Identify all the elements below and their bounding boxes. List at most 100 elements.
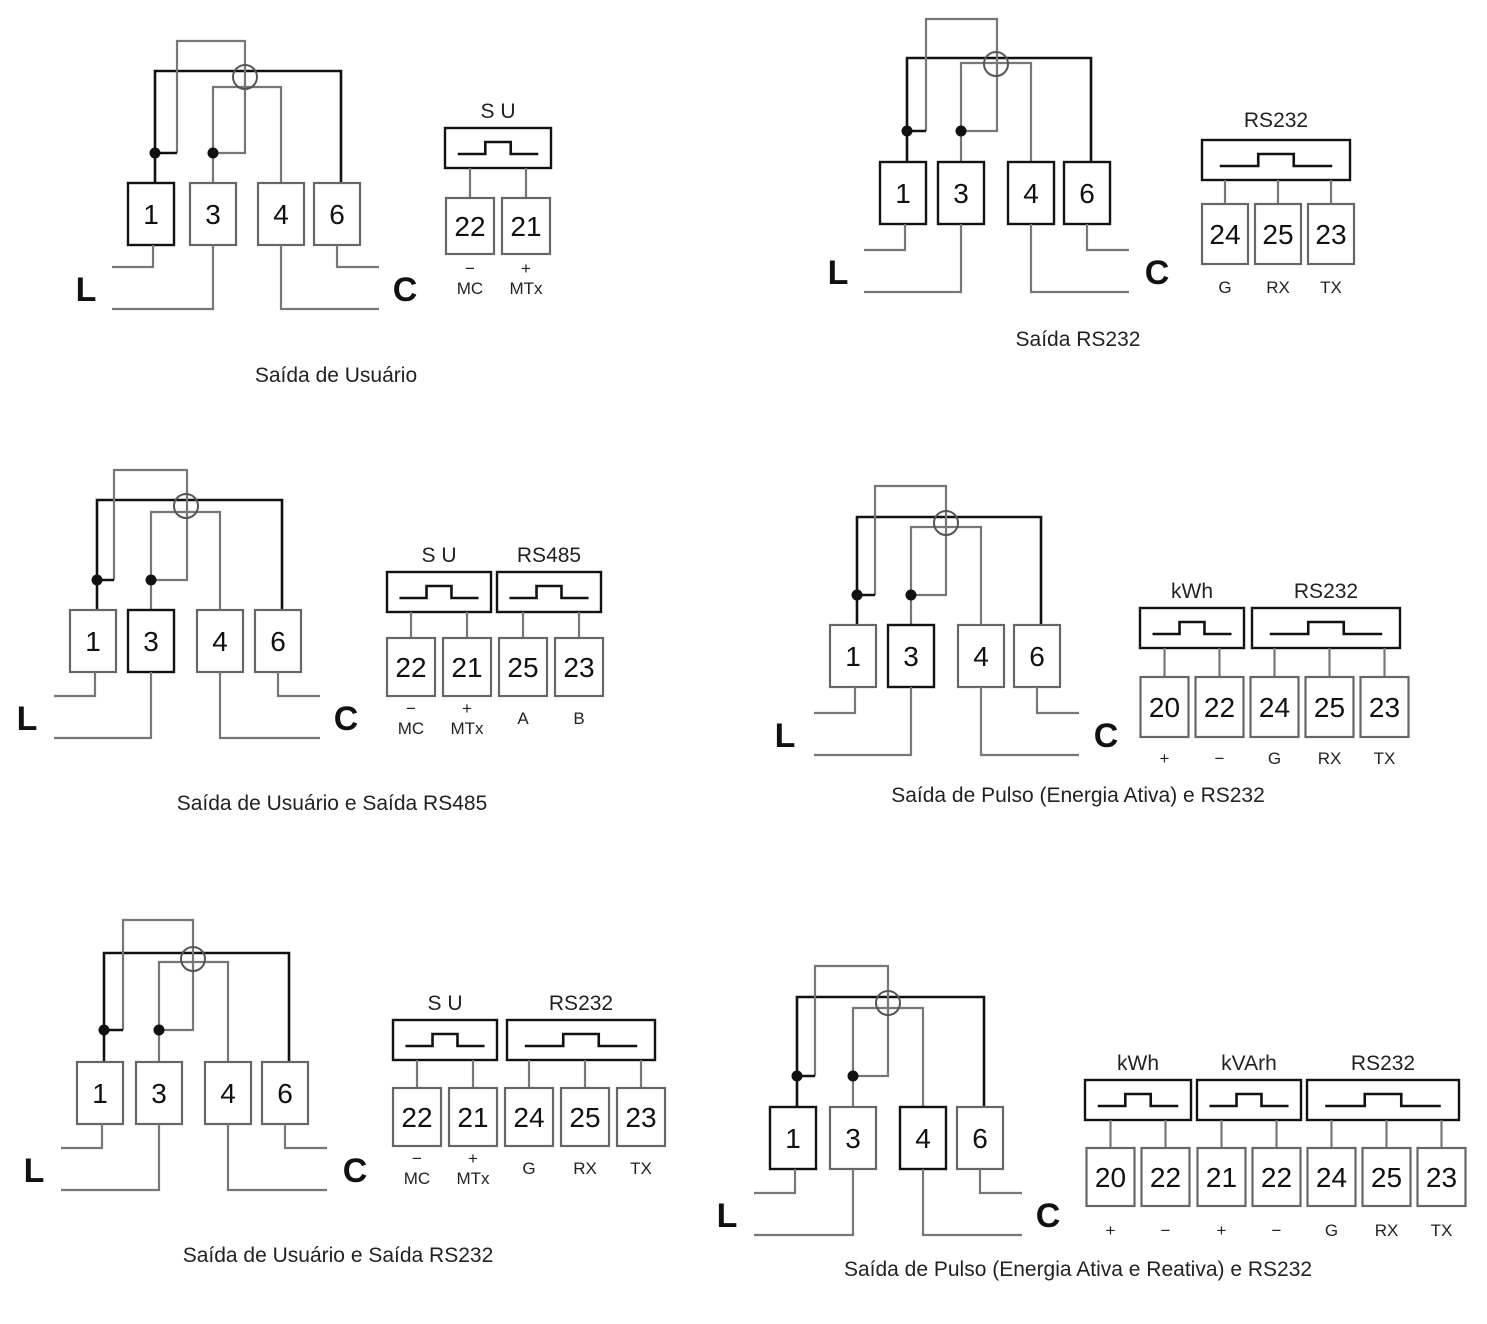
diagram-caption: Saída de Usuário xyxy=(255,364,417,387)
output-group-box xyxy=(385,570,493,614)
output-terminal-box xyxy=(1306,202,1356,266)
output-terminal-polarity: − xyxy=(412,1149,422,1168)
output-terminal-number: 23 xyxy=(625,1102,656,1133)
output-group-box xyxy=(1083,1078,1193,1122)
meter-terminal-number: 1 xyxy=(895,178,911,209)
voltage-wire xyxy=(211,85,283,183)
meter-terminal-box xyxy=(68,608,118,674)
output-terminal-box xyxy=(559,1086,611,1148)
output-group-box xyxy=(1250,606,1402,650)
output-terminal-box xyxy=(503,1086,555,1148)
load-wire xyxy=(276,672,320,698)
output-terminal-box xyxy=(1304,675,1355,739)
load-label: C xyxy=(393,271,418,309)
voltage-wire xyxy=(813,964,890,1078)
output-terminal-box xyxy=(1085,1146,1136,1208)
output-terminal-label: RX xyxy=(1266,278,1290,297)
load-label: C xyxy=(1094,717,1119,755)
junction-dot xyxy=(851,589,863,601)
line-label: L xyxy=(17,700,38,738)
output-terminal-number: 23 xyxy=(1315,219,1346,250)
meter-terminal-box xyxy=(878,160,928,226)
meter-terminal-box xyxy=(768,1105,818,1171)
meter-terminal-box xyxy=(75,1060,125,1126)
output-terminal-label: G xyxy=(1325,1221,1338,1240)
meter-terminal-number: 6 xyxy=(270,626,286,657)
output-terminal-label: B xyxy=(573,709,584,728)
output-terminal-number: 20 xyxy=(1095,1162,1126,1193)
output-terminal-number: 25 xyxy=(1371,1162,1402,1193)
output-group-box xyxy=(391,1018,499,1062)
load-wire xyxy=(218,672,320,740)
meter-terminal-number: 1 xyxy=(845,641,861,672)
pulse-symbol xyxy=(509,584,589,600)
output-terminal-box xyxy=(1194,675,1245,739)
output-group-label: S U xyxy=(427,992,462,1015)
voltage-wire xyxy=(873,484,948,597)
line-wire xyxy=(864,224,907,252)
output-terminal-number: 22 xyxy=(1150,1162,1181,1193)
output-group-label: RS232 xyxy=(1294,580,1358,603)
output-terminal-label: + xyxy=(1217,1221,1227,1240)
output-terminal-number: 22 xyxy=(1261,1162,1292,1193)
output-terminal-box xyxy=(444,196,496,256)
pulse-symbol xyxy=(1097,1092,1179,1108)
load-wire xyxy=(279,245,379,311)
output-terminal-number: 24 xyxy=(1209,219,1240,250)
output-terminal-number: 22 xyxy=(395,652,426,683)
meter-terminal-number: 4 xyxy=(915,1123,931,1154)
diagram-caption: Saída de Usuário e Saída RS485 xyxy=(177,792,488,815)
pulse-symbol xyxy=(1325,1092,1441,1108)
load-wire xyxy=(226,1124,327,1192)
meter-terminal-box xyxy=(188,181,238,247)
output-terminal-label: A xyxy=(517,709,529,728)
pulse-symbol xyxy=(457,140,539,156)
output-terminal-number: 21 xyxy=(451,652,482,683)
junction-dot xyxy=(955,125,967,137)
output-group-label: S U xyxy=(421,544,456,567)
line-wire xyxy=(754,1169,855,1237)
meter-terminal-number: 3 xyxy=(205,199,221,230)
output-terminal-polarity: + xyxy=(468,1149,478,1168)
current-wire xyxy=(95,498,284,610)
output-group-box xyxy=(1200,138,1352,182)
meter-terminal-number: 4 xyxy=(973,641,989,672)
output-terminal-label: − xyxy=(1215,749,1225,768)
output-group-box xyxy=(505,1018,657,1062)
wire-crossing-icon xyxy=(983,51,1009,77)
line-label: L xyxy=(717,1197,738,1235)
output-terminal-number: 23 xyxy=(563,652,594,683)
output-terminal-number: 25 xyxy=(1314,692,1345,723)
output-terminal-label: TX xyxy=(1431,1221,1453,1240)
output-terminal-label: TX xyxy=(1320,278,1342,297)
output-terminal-number: 24 xyxy=(513,1102,544,1133)
meter-terminal-number: 4 xyxy=(273,199,289,230)
output-terminal-box xyxy=(497,636,549,698)
output-terminal-label: G xyxy=(1268,749,1281,768)
voltage-wire xyxy=(112,468,189,582)
output-terminal-box xyxy=(500,196,552,256)
pulse-symbol xyxy=(1209,1092,1289,1108)
output-terminal-number: 24 xyxy=(1259,692,1290,723)
output-terminal-label: RX xyxy=(1318,749,1342,768)
output-terminal-box xyxy=(1361,1146,1412,1208)
current-wire xyxy=(102,951,291,1062)
load-wire xyxy=(1035,687,1079,715)
output-terminal-number: 20 xyxy=(1149,692,1180,723)
meter-terminal-box xyxy=(955,1105,1005,1171)
output-terminal-label: MC xyxy=(404,1169,430,1188)
output-terminal-box xyxy=(553,636,605,698)
diagram-caption: Saída de Pulso (Energia Ativa) e RS232 xyxy=(891,784,1265,807)
junction-dot xyxy=(901,125,913,137)
meter-terminal-number: 3 xyxy=(845,1123,861,1154)
output-group-label: kWh xyxy=(1171,580,1213,603)
output-terminal-label: RX xyxy=(1375,1221,1399,1240)
meter-terminal-box xyxy=(828,623,878,689)
meter-terminal-box xyxy=(886,623,936,689)
output-terminal-number: 24 xyxy=(1316,1162,1347,1193)
meter-terminal-box xyxy=(898,1105,948,1171)
